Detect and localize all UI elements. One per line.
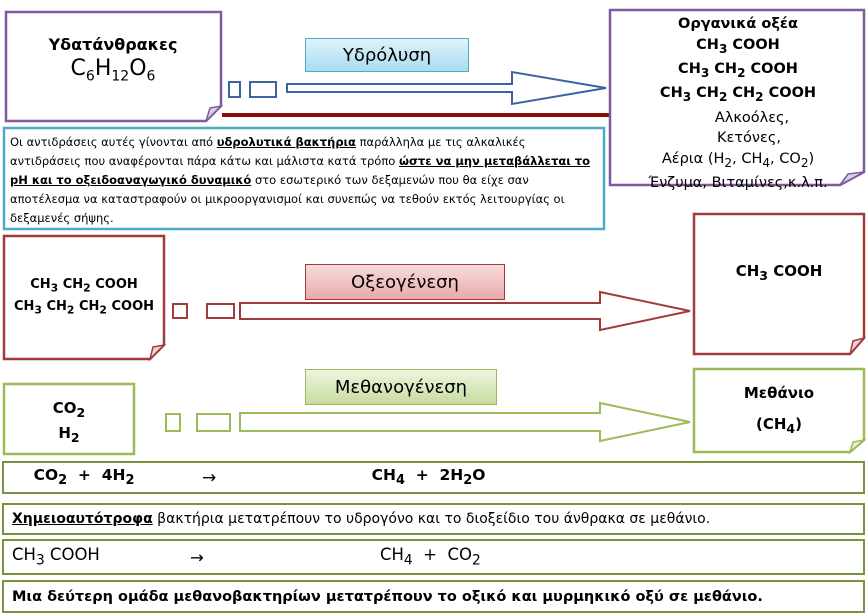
small-square-6 xyxy=(196,413,231,432)
acid-acetic: CH3 COOH xyxy=(696,36,780,56)
methanogenesis-label: Μεθανογένεση xyxy=(305,369,497,405)
gases-source-frame xyxy=(2,382,136,456)
reaction-row-1: CO2 + 4H2 → CH4 + 2H2O xyxy=(2,461,865,494)
organic-acids-box: Οργανικά οξέα CH3 COOH CH3 CH2 COOH CH3 … xyxy=(612,14,864,194)
hydrolysis-arrow xyxy=(286,70,607,106)
alcohols-text: Αλκοόλες, xyxy=(714,109,790,126)
co2-formula: CO2 xyxy=(52,399,86,420)
acetic-acid-box: CH3 COOH xyxy=(696,262,862,283)
h2-formula: H2 xyxy=(58,424,80,445)
acetic-acid-fold xyxy=(849,336,867,355)
reaction-2-arrow: → xyxy=(190,547,204,567)
reaction-1-left: CO2 + 4H2 xyxy=(33,466,135,489)
note-frame xyxy=(2,126,606,231)
small-square-4 xyxy=(206,303,235,319)
gases-source-box: CO2 H2 xyxy=(6,398,132,448)
reaction-note-2: Μια δεύτερη ομάδα μεθανοβακτηρίων μετατρ… xyxy=(2,580,865,613)
small-square-2 xyxy=(249,81,277,98)
acetic-acid-formula: CH3 COOH xyxy=(735,262,823,283)
acids-source-fold xyxy=(148,343,167,362)
organic-acids-title: Οργανικά οξέα xyxy=(678,16,798,32)
acidogenesis-label: Οξεογένεση xyxy=(305,264,505,300)
methanogenesis-arrow xyxy=(239,401,691,443)
reaction-1-arrow: → xyxy=(202,467,217,488)
acid-propionic: CH3 CH2 COOH xyxy=(678,60,798,80)
reaction-note-1: Χημειοαυτότροφα βακτήρια μετατρέπουν το … xyxy=(2,503,865,535)
methane-fold xyxy=(848,438,867,455)
hydrolysis-note: Οι αντιδράσεις αυτές γίνονται από υδρολυ… xyxy=(10,135,591,225)
acid-butyric: CH3 CH2 CH2 COOH xyxy=(659,85,817,105)
carbohydrates-box: Υδατάνθρακες C6H12O6 xyxy=(8,30,218,90)
small-square-5 xyxy=(165,413,181,432)
enzymes-text: Ένζυμα, Βιταμίνες,κ.λ.π. xyxy=(648,175,828,192)
hydrolysis-label: Υδρόλυση xyxy=(305,38,469,72)
methane-name: Μεθάνιο xyxy=(743,384,815,402)
methane-box: Μεθάνιο (CH4) xyxy=(696,378,862,444)
gases-text: Αέρια (H2, CH4, CO2) xyxy=(661,150,815,170)
carbohydrates-title: Υδατάνθρακες xyxy=(48,35,178,55)
propionic-acid-formula: CH3 CH2 COOH xyxy=(30,277,138,295)
carbohydrates-formula: C6H12O6 xyxy=(70,56,156,85)
reaction-2-left: CH3 COOH xyxy=(12,545,100,569)
butyric-acid-formula: CH3 CH2 CH2 COOH xyxy=(13,298,155,317)
reaction-row-2: CH3 COOH → CH4 + CO2 xyxy=(2,539,865,575)
methane-formula: (CH4) xyxy=(756,415,802,436)
acids-source-box: CH3 CH2 COOH CH3 CH2 CH2 COOH xyxy=(6,276,162,319)
carbohydrates-fold xyxy=(205,104,224,122)
reaction-2-right: CH4 + CO2 xyxy=(379,545,481,569)
small-square-3 xyxy=(172,303,188,319)
hydrolysis-divider xyxy=(222,113,618,117)
reaction-1-right: CH4 + 2H2O xyxy=(371,466,486,489)
small-square-1 xyxy=(228,81,241,98)
ketones-text: Κετόνες, xyxy=(716,130,781,147)
acetic-acid-frame xyxy=(692,212,866,356)
organic-acids-fold xyxy=(839,171,865,186)
acidogenesis-arrow xyxy=(239,290,691,332)
